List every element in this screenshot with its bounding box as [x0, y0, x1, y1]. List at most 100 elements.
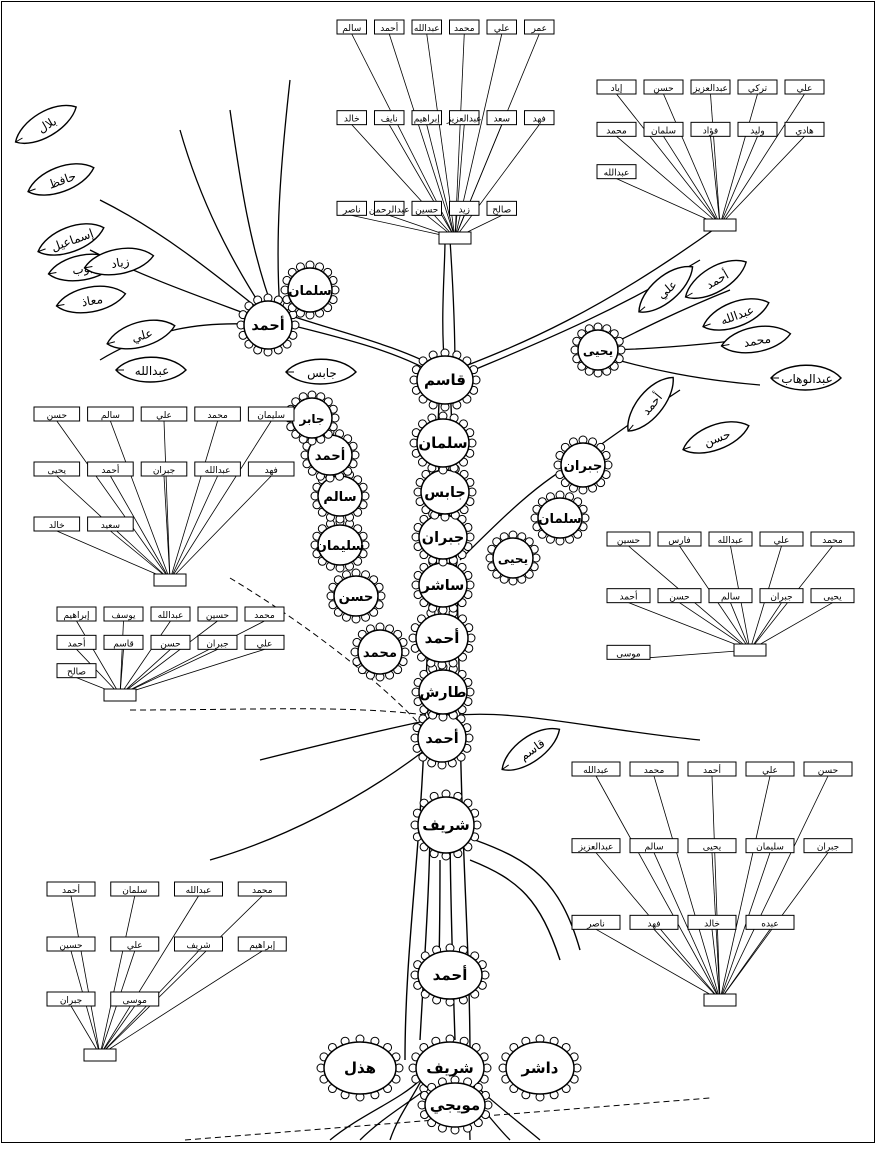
- name-box: خالد: [337, 111, 367, 125]
- name-box: حسين: [607, 532, 650, 546]
- name-box-label: محمد: [644, 766, 665, 776]
- name-box-label: حسن: [669, 593, 689, 603]
- name-box: وليد: [738, 122, 777, 136]
- name-box-label: حسن: [818, 766, 838, 776]
- name-box: عبدالله: [195, 462, 241, 476]
- name-box: سلمان: [111, 882, 159, 896]
- flower-node-sharif_base-label: شريف: [426, 1059, 474, 1077]
- name-box: عبدالعزيز: [446, 111, 482, 125]
- flower-node-ahmad_upper-label: أحمد: [425, 628, 460, 647]
- name-box: زيد: [450, 201, 480, 215]
- name-box: صالح: [57, 664, 96, 678]
- name-box: حسين: [412, 201, 442, 215]
- name-box-label: علي: [156, 411, 172, 421]
- name-box-label: فهد: [265, 466, 278, 476]
- cluster-hub-box: [154, 574, 186, 586]
- name-box: خالد: [34, 517, 80, 531]
- flower-node-hassan-label: حسن: [339, 590, 374, 605]
- name-box: موسى: [111, 992, 159, 1006]
- name-box: حسين: [47, 937, 95, 951]
- flower-node-sharif: شريف: [411, 790, 481, 860]
- name-box: قاسم: [104, 635, 143, 649]
- name-box-label: فهد: [533, 115, 546, 125]
- name-box-label: جبران: [60, 996, 82, 1006]
- name-box-label: حسن: [47, 411, 67, 421]
- name-box: فؤاد: [691, 122, 730, 136]
- name-box: فهد: [630, 915, 678, 929]
- flower-node-ahmad_mid-label: أحمد: [425, 729, 458, 747]
- name-box-label: يحيى: [703, 843, 722, 853]
- box-cluster-top-right: إيادحسنعبدالعزيزتركيعليمحمدسلمانفؤادوليد…: [597, 80, 824, 231]
- flower-node-ahmad_l-label: أحمد: [315, 447, 345, 464]
- flower-node-ahmad_crown-label: أحمد: [251, 316, 284, 334]
- name-box-label: علي: [774, 536, 790, 546]
- name-box: هادي: [785, 122, 824, 136]
- name-box: جبران: [141, 462, 187, 476]
- flower-node-sharif-label: شريف: [422, 816, 470, 834]
- name-box-label: صالح: [67, 668, 86, 678]
- name-box-label: حسن: [160, 639, 180, 649]
- name-box: محمد: [630, 762, 678, 776]
- flower-node-jubran_r-label: جبران: [564, 459, 603, 474]
- flower-node-yahya_r: يحيى: [486, 531, 540, 585]
- cluster-hub-box: [439, 232, 471, 244]
- flower-node-salman_r: سلمان: [531, 491, 589, 545]
- name-box: حسين: [198, 607, 237, 621]
- name-box-label: عبدالعزيز: [446, 115, 482, 125]
- name-box: أحمد: [607, 589, 650, 603]
- flower-node-jabir-label: جابر: [298, 412, 324, 426]
- name-box-label: حسين: [59, 941, 82, 951]
- name-box: سالم: [337, 20, 367, 34]
- name-box-label: فهد: [647, 919, 660, 929]
- box-cluster-right-middle: حسينفارسعبداللهعليمحمدأحمدحسنسالمجبرانيح…: [607, 532, 854, 659]
- name-box: عبدالله: [151, 607, 190, 621]
- cluster-hub-box: [704, 994, 736, 1006]
- box-cluster-left-lower: أحمدسلمانعبداللهمحمدحسينعليشريفإبراهيمجب…: [47, 882, 286, 1061]
- name-box: ناصر: [337, 201, 367, 215]
- name-box-label: حسين: [206, 611, 229, 621]
- name-box: نايف: [375, 111, 405, 125]
- name-box: شريف: [175, 937, 223, 951]
- name-box-label: فؤاد: [703, 126, 718, 136]
- name-box-label: موسى: [122, 996, 147, 1006]
- name-box: إياد: [597, 80, 636, 94]
- name-box-label: عبدالرحمن: [369, 205, 410, 215]
- flower-node-ahmad_lower: أحمد: [411, 944, 489, 1006]
- flower-node-ahmad_lower-label: أحمد: [433, 965, 468, 984]
- name-box: سعد: [487, 111, 517, 125]
- name-box: صالح: [487, 201, 517, 215]
- name-box: محمد: [238, 882, 286, 896]
- name-box: جبران: [804, 839, 852, 853]
- name-box: عبده: [746, 915, 794, 929]
- name-box-label: حسين: [617, 536, 640, 546]
- name-box: سليمان: [746, 839, 794, 853]
- name-box-label: عبدالله: [158, 611, 184, 621]
- flower-node-jubran-label: جبران: [422, 530, 464, 546]
- name-box: عبدالعزيز: [572, 839, 620, 853]
- name-box: عبدالعزيز: [691, 80, 730, 94]
- name-box: عبدالله: [175, 882, 223, 896]
- name-box: سعيد: [88, 517, 134, 531]
- flower-node-salman_r-label: سلمان: [538, 512, 581, 527]
- name-box-label: ناصر: [586, 919, 605, 929]
- name-box: عبدالله: [709, 532, 752, 546]
- name-box-label: يوسف: [111, 611, 136, 621]
- name-box: علي: [760, 532, 803, 546]
- name-box-label: خالد: [344, 115, 360, 125]
- cluster-hub-box: [734, 644, 766, 656]
- name-box-label: أحمد: [620, 591, 638, 603]
- name-box-label: أحمد: [101, 464, 119, 476]
- name-box-label: نايف: [381, 115, 398, 125]
- name-box-label: عبدالله: [583, 766, 609, 776]
- name-box-label: جبران: [817, 843, 839, 853]
- name-box: موسى: [607, 645, 650, 659]
- flower-node-hassan: حسن: [327, 569, 385, 623]
- name-box: عبدالرحمن: [369, 201, 410, 215]
- leaf-ali: علي: [104, 313, 178, 355]
- flower-node-ahmad_upper: أحمد: [409, 607, 475, 669]
- flower-node-tarish-label: طارش: [419, 685, 466, 701]
- name-box-label: أحمد: [68, 637, 86, 649]
